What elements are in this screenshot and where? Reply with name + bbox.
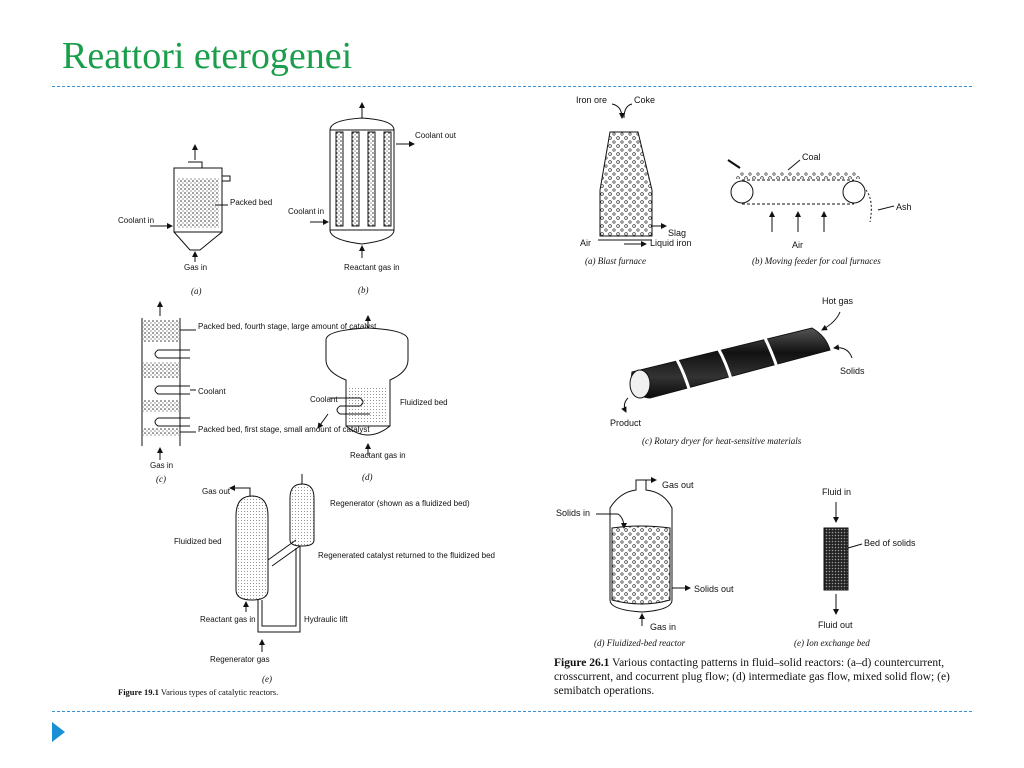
fig19-d-caption: (d) bbox=[362, 472, 373, 482]
fig26-e-ion-exchange-bed bbox=[823, 502, 863, 615]
figure-26-1-label: Figure 26.1 bbox=[554, 657, 610, 669]
fig19-e-caption: (e) bbox=[262, 674, 272, 684]
fig19-b-caption: (b) bbox=[358, 285, 369, 295]
fig26-c-hot-gas-label: Hot gas bbox=[822, 296, 854, 306]
fig26-c-solids-label: Solids bbox=[840, 366, 865, 376]
fig26-b-air-label: Air bbox=[792, 240, 803, 250]
fig19-a-caption: (a) bbox=[191, 286, 202, 296]
fig19-e-gas-out-label: Gas out bbox=[202, 487, 231, 496]
figure-26-1-text: Various contacting patterns in fluid–sol… bbox=[554, 657, 950, 697]
fig26-a-liquid-iron-label: Liquid iron bbox=[650, 238, 692, 248]
fig19-e-regenerator-label: Regenerator (shown as a fluidized bed) bbox=[330, 499, 470, 508]
slide-title: Reattori eterogenei bbox=[62, 35, 353, 77]
fig26-e-fluid-in-label: Fluid in bbox=[822, 487, 851, 497]
fig26-a-blast-furnace bbox=[598, 103, 667, 247]
figure-19-1-text: Various types of catalytic reactors. bbox=[158, 687, 279, 697]
fig19-b-multitube-reactor bbox=[310, 102, 415, 258]
fig19-c-packed-first-label: Packed bed, first stage, small amount of… bbox=[198, 425, 370, 434]
fig19-d-fluidized-label: Fluidized bed bbox=[400, 398, 448, 407]
figure-26-1-caption: Figure 26.1 Various contacting patterns … bbox=[554, 656, 974, 698]
fig19-d-coolant-label: Coolant bbox=[310, 395, 338, 404]
fig26-c-product-label: Product bbox=[610, 418, 642, 428]
figure-19-1-label: Figure 19.1 bbox=[118, 687, 159, 697]
fig19-e-regenerated-label: Regenerated catalyst returned to the flu… bbox=[318, 551, 495, 560]
fig26-c-caption: (c) Rotary dryer for heat-sensitive mate… bbox=[642, 436, 802, 446]
fig26-d-fluidized-reactor bbox=[596, 477, 691, 626]
fig26-b-caption: (b) Moving feeder for coal furnaces bbox=[752, 256, 881, 266]
fig19-b-coolant-in-label: Coolant in bbox=[288, 207, 324, 216]
fig19-d-reactant-label: Reactant gas in bbox=[350, 451, 406, 460]
fig26-a-caption: (a) Blast furnace bbox=[585, 256, 646, 266]
fig19-a-gas-in-label: Gas in bbox=[184, 263, 207, 272]
fig19-c-packed-fourth-label: Packed bed, fourth stage, large amount o… bbox=[198, 322, 377, 331]
fig19-e-lift-label: Hydraulic lift bbox=[304, 615, 348, 624]
fig19-b-reactant-label: Reactant gas in bbox=[344, 263, 400, 272]
fig19-a-packed-bed bbox=[150, 144, 231, 262]
play-triangle-icon[interactable] bbox=[52, 722, 65, 742]
fig19-b-coolant-out-label: Coolant out bbox=[415, 131, 457, 140]
fig19-c-coolant-label: Coolant bbox=[198, 387, 226, 396]
fig19-d-fluidized-bed bbox=[317, 315, 409, 456]
fig26-b-ash-label: Ash bbox=[896, 202, 912, 212]
fig19-c-staged-bed bbox=[141, 301, 196, 460]
fig26-e-fluid-out-label: Fluid out bbox=[818, 620, 853, 630]
fig26-d-caption: (d) Fluidized-bed reactor bbox=[594, 638, 686, 648]
fig26-c-rotary-dryer bbox=[621, 311, 853, 413]
fig26-d-gas-in-label: Gas in bbox=[650, 622, 676, 632]
fig19-e-fluidized-label: Fluidized bed bbox=[174, 537, 222, 546]
fig19-a-packed-bed-label: Packed bed bbox=[230, 198, 272, 207]
fig26-b-moving-feeder bbox=[727, 159, 895, 232]
fig26-a-slag-label: Slag bbox=[668, 228, 686, 238]
fig26-e-caption: (e) Ion exchange bed bbox=[794, 638, 870, 648]
fig19-c-gas-in-label: Gas in bbox=[150, 461, 173, 470]
fig19-e-regen-gas-label: Regenerator gas bbox=[210, 655, 270, 664]
top-divider bbox=[52, 86, 972, 87]
fig26-e-bed-label: Bed of solids bbox=[864, 538, 916, 548]
fig26-b-coal-label: Coal bbox=[802, 152, 821, 162]
fig26-d-solids-in-label: Solids in bbox=[556, 508, 590, 518]
bottom-divider bbox=[52, 711, 972, 712]
fig26-a-coke-label: Coke bbox=[634, 95, 655, 105]
fig19-c-caption: (c) bbox=[156, 474, 166, 484]
fig26-d-gas-out-label: Gas out bbox=[662, 480, 694, 490]
fig26-d-solids-out-label: Solids out bbox=[694, 584, 734, 594]
fig19-e-regenerator-system bbox=[229, 474, 315, 652]
fig19-a-coolant-label: Coolant in bbox=[118, 216, 154, 225]
fig19-e-reactant-label: Reactant gas in bbox=[200, 615, 256, 624]
figure-19-1-caption: Figure 19.1 Various types of catalytic r… bbox=[118, 687, 278, 697]
fig26-a-air-label: Air bbox=[580, 238, 591, 248]
fig26-a-iron-ore-label: Iron ore bbox=[576, 95, 607, 105]
